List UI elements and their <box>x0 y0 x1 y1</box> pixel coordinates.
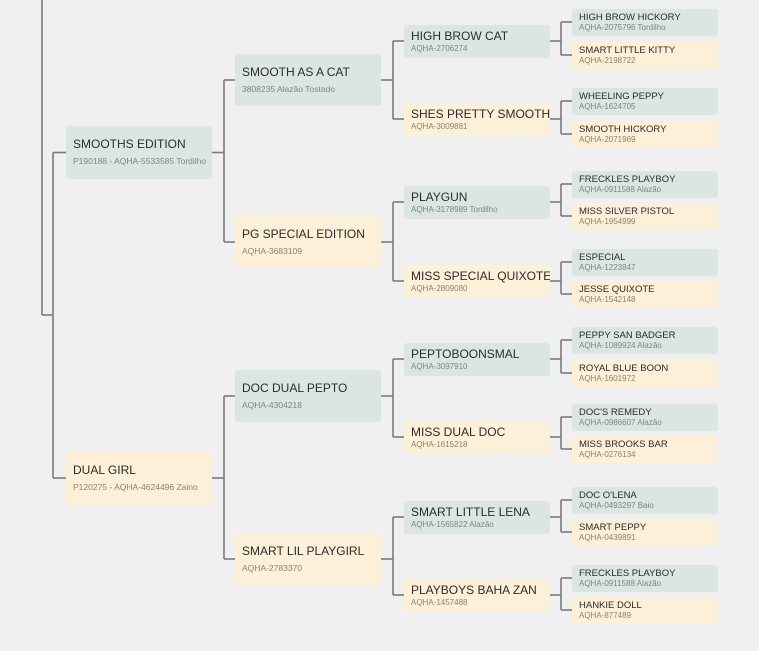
horse-registration: 3808235 Alazão Tostado <box>242 84 335 94</box>
horse-registration: AQHA-0911588 Alazão <box>579 184 662 194</box>
horse-registration: AQHA-0276134 <box>579 449 636 459</box>
horse-registration: AQHA-4304218 <box>242 400 303 410</box>
horse-registration: AQHA-1457488 <box>411 597 468 607</box>
horse-registration: AQHA-877489 <box>579 610 632 620</box>
horse-card-smart-lil-playgirl[interactable]: SMART LIL PLAYGIRL AQHA-2783370 <box>235 533 381 585</box>
horse-registration: AQHA-0439891 <box>579 532 636 542</box>
horse-card-pg-special-edition[interactable]: PG SPECIAL EDITION AQHA-3683109 <box>235 216 381 268</box>
horse-name: WHEELING PEPPY <box>579 90 664 102</box>
horse-name: SHES PRETTY SMOOTH <box>411 106 550 121</box>
horse-registration: AQHA-2198722 <box>579 55 636 65</box>
horse-name: PLAYGUN <box>411 189 468 204</box>
horse-registration: P120275 - AQHA-4624496 Zaino <box>73 481 198 492</box>
horse-registration: AQHA-1089924 Alazão <box>579 340 662 350</box>
horse-registration: AQHA-1565822 Alazão <box>411 519 494 529</box>
horse-name: DOC'S REMEDY <box>579 406 652 418</box>
horse-registration: AQHA-1223847 <box>579 262 636 272</box>
horse-registration: AQHA-1542148 <box>579 294 636 304</box>
horse-registration: AQHA-3097910 <box>411 361 468 371</box>
horse-registration: AQHA-2809080 <box>411 283 468 293</box>
horse-name: SMOOTHS EDITION <box>73 137 186 151</box>
horse-name: ESPECIAL <box>579 251 626 263</box>
horse-card-smooth-as-a-cat[interactable]: SMOOTH AS A CAT 3808235 Alazão Tostado <box>235 54 381 106</box>
horse-name: DOC DUAL PEPTO <box>242 381 348 395</box>
horse-registration: AQHA-3009881 <box>411 121 468 131</box>
horse-registration: AQHA-1624705 <box>579 101 636 111</box>
horse-name: SMART PEPPY <box>579 521 647 533</box>
horse-name: FRECKLES PLAYBOY <box>579 173 676 185</box>
horse-name: PG SPECIAL EDITION <box>242 227 365 241</box>
horse-registration: AQHA-1954999 <box>579 216 636 226</box>
horse-card-doc-dual-pepto[interactable]: DOC DUAL PEPTO AQHA-4304218 <box>235 370 381 422</box>
horse-name: SMOOTH AS A CAT <box>242 65 350 79</box>
horse-registration: AQHA-1601972 <box>579 373 636 383</box>
horse-registration: AQHA-2071969 <box>579 134 636 144</box>
horse-name: MISS BROOKS BAR <box>579 438 668 450</box>
horse-name: FRECKLES PLAYBOY <box>579 567 676 579</box>
horse-name: SMOOTH HICKORY <box>579 123 667 135</box>
horse-registration: AQHA-0493297 Baio <box>579 500 654 510</box>
horse-name: MISS SILVER PISTOL <box>579 205 675 217</box>
horse-name: ROYAL BLUE BOON <box>579 362 669 374</box>
horse-name: DUAL GIRL <box>73 462 136 477</box>
horse-registration: AQHA-0911588 Alazão <box>579 578 662 588</box>
horse-name: PEPPY SAN BADGER <box>579 329 676 341</box>
horse-name: HANKIE DOLL <box>579 599 642 611</box>
horse-name: HIGH BROW HICKORY <box>579 11 681 23</box>
horse-name: JESSE QUIXOTE <box>579 283 655 295</box>
horse-registration: AQHA-2706274 <box>411 43 468 53</box>
horse-card-dual-girl[interactable]: DUAL GIRL P120275 - AQHA-4624496 Zaino <box>66 451 212 505</box>
horse-registration: AQHA-0986607 Alazão <box>579 417 662 427</box>
horse-name: SMART LIL PLAYGIRL <box>242 544 365 558</box>
horse-registration: P190188 - AQHA-5533585 Tordilho <box>73 156 207 166</box>
horse-registration: AQHA-3683109 <box>242 246 303 256</box>
horse-name: SMART LITTLE KITTY <box>579 44 676 56</box>
horse-name: MISS SPECIAL QUIXOTE <box>411 268 550 283</box>
horse-name: HIGH BROW CAT <box>411 28 509 43</box>
horse-registration: AQHA-2075796 Tordilho <box>579 22 666 32</box>
horse-card-smooths-edition[interactable]: SMOOTHS EDITION P190188 - AQHA-5533585 To… <box>66 126 212 179</box>
horse-name: MISS DUAL DOC <box>411 424 506 439</box>
horse-registration: AQHA-2783370 <box>242 563 303 573</box>
horse-name: PLAYBOYS BAHA ZAN <box>411 582 537 597</box>
horse-registration: AQHA-1615218 <box>411 439 468 449</box>
horse-name: SMART LITTLE LENA <box>411 504 530 519</box>
horse-name: PEPTOBOONSMAL <box>411 346 520 361</box>
horse-name: DOC O'LENA <box>579 489 637 501</box>
horse-registration: AQHA-3178989 Tordilho <box>411 204 498 214</box>
